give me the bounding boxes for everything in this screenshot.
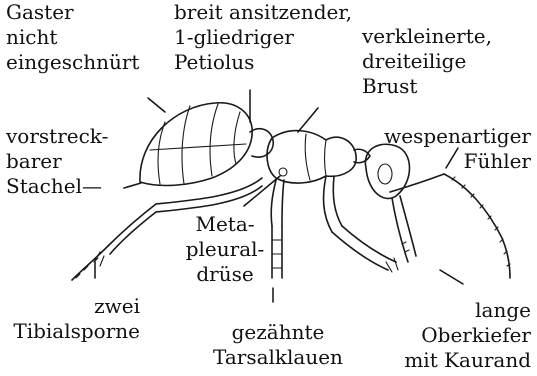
gaster xyxy=(140,103,252,186)
label-tarsalklauen: gezähnte Tarsalklauen xyxy=(196,320,360,370)
label-fuehler-line: Fühler xyxy=(384,149,531,174)
label-brust-line: verkleinerte, xyxy=(362,24,492,49)
label-gaster-line: Gaster xyxy=(6,0,139,25)
label-tibialsporne: zwei Tibialsporne xyxy=(6,294,140,344)
label-tarsalklauen-line: gezähnte xyxy=(196,320,360,345)
label-gaster-line: nicht xyxy=(6,25,139,50)
label-petiolus-line: Petiolus xyxy=(174,50,352,75)
label-petiolus: breit ansitzender, 1-gliedriger Petiolus xyxy=(174,0,352,75)
label-fuehler-line: wespenartiger xyxy=(384,124,531,149)
leader-druese xyxy=(244,176,280,206)
label-gaster-line: eingeschnürt xyxy=(6,50,139,75)
leader-gaster xyxy=(148,98,165,112)
label-stachel-line: Stachel— xyxy=(6,174,108,199)
label-gaster: Gaster nicht eingeschnürt xyxy=(6,0,139,75)
label-oberkiefer: lange Oberkiefer mit Kaurand xyxy=(404,298,531,373)
label-stachel-line: barer xyxy=(6,149,108,174)
leader-oberkiefer xyxy=(440,270,463,284)
label-oberkiefer-line: mit Kaurand xyxy=(404,348,531,373)
label-oberkiefer-line: lange xyxy=(404,298,531,323)
label-tarsalklauen-line: Tarsalklauen xyxy=(196,345,360,370)
label-stachel: vorstreck- barer Stachel— xyxy=(6,124,108,199)
label-brust: verkleinerte, dreiteilige Brust xyxy=(362,24,492,99)
label-druese-line: Meta- xyxy=(182,212,268,237)
label-brust-line: Brust xyxy=(362,74,492,99)
label-tibialsporne-line: Tibialsporne xyxy=(6,319,140,344)
label-metapleuraldruese: Meta- pleural- drüse xyxy=(182,212,268,287)
metapleural-gland xyxy=(279,168,287,176)
stinger xyxy=(124,183,141,188)
leader-brust xyxy=(298,108,318,132)
label-brust-line: dreiteilige xyxy=(362,49,492,74)
label-oberkiefer-line: Oberkiefer xyxy=(404,323,531,348)
label-petiolus-line: breit ansitzender, xyxy=(174,0,352,25)
mandibles xyxy=(392,196,416,262)
middle-leg xyxy=(271,180,284,278)
label-druese-line: drüse xyxy=(182,262,268,287)
label-tibialsporne-line: zwei xyxy=(6,294,140,319)
label-stachel-line: vorstreck- xyxy=(6,124,108,149)
label-druese-line: pleural- xyxy=(182,237,268,262)
label-petiolus-line: 1-gliedriger xyxy=(174,25,352,50)
label-fuehler: wespenartiger Fühler xyxy=(384,124,531,174)
front-leg xyxy=(324,176,398,272)
